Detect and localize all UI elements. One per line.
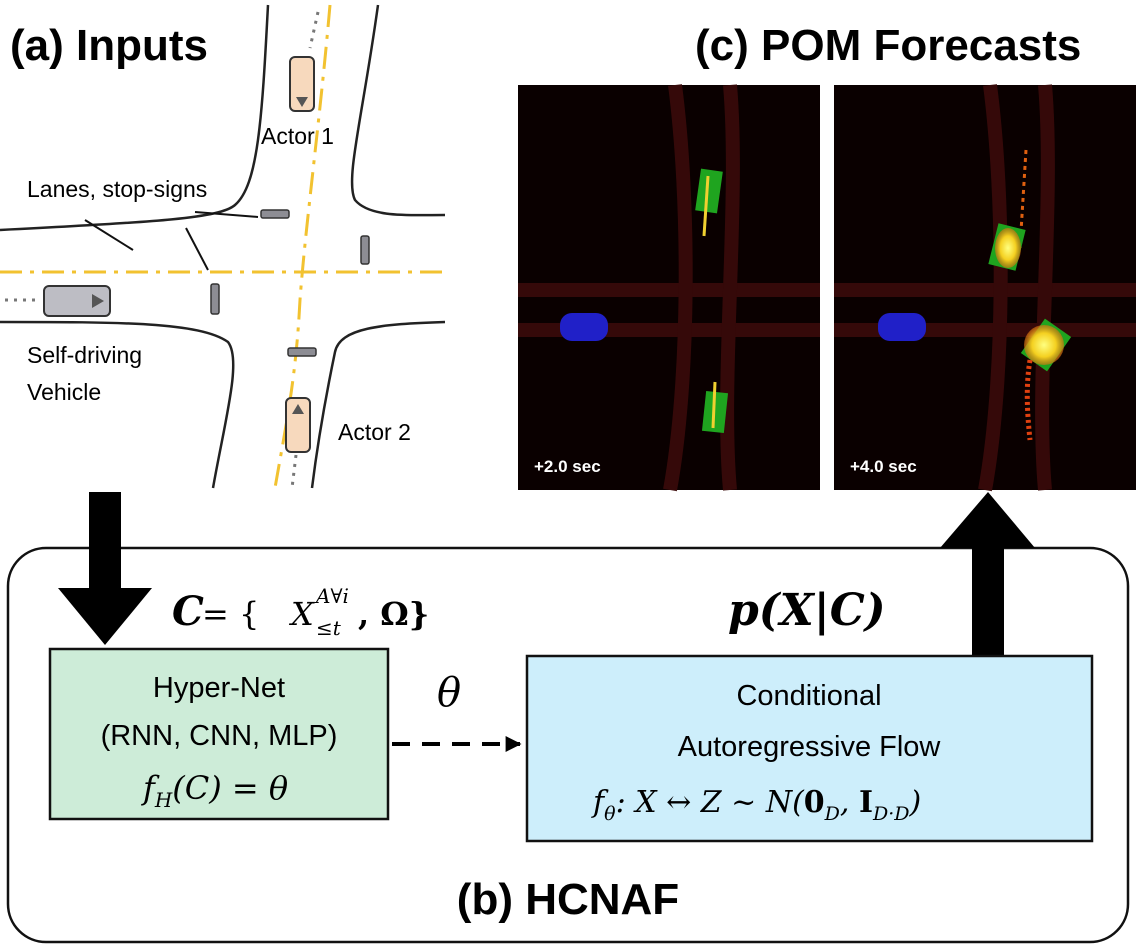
flow-fn: fθ: X ↔ Z ~ N(0D, ID·D): [591, 785, 921, 825]
flow-fn-rest: : X ↔ Z ~ N(: [616, 785, 806, 820]
frame-1-time: +2.0 sec: [534, 457, 601, 476]
context-symbol: C: [172, 588, 204, 635]
inputs-title: (a) Inputs: [10, 21, 208, 70]
hypernet-fn: fH(C) = θ: [141, 769, 288, 812]
hypernet-fn-sub: H: [154, 788, 173, 812]
hypernet-box: Hyper-Net (RNN, CNN, MLP) fH(C) = θ: [48, 647, 390, 821]
frame-2-time: +4.0 sec: [850, 457, 917, 476]
hypernet-fn-rest: (C) = θ: [172, 769, 288, 807]
forecast-frame-1: +2.0 sec: [518, 84, 820, 492]
flow-identity-sub: D·D: [872, 803, 910, 825]
sdv-label-line1: Self-driving: [27, 342, 142, 368]
lanes-label: Lanes, stop-signs: [27, 176, 207, 202]
forecast-frame-2: +4.0 sec: [834, 84, 1136, 492]
input-down-arrow: [58, 492, 152, 645]
forecast-title: (c) POM Forecasts: [695, 21, 1081, 70]
self-driving-vehicle: [43, 285, 111, 317]
sdv-label-line2: Vehicle: [27, 379, 101, 405]
context-x: X: [288, 595, 315, 633]
flow-comma: ,: [840, 785, 859, 820]
actor-2-label: Actor 2: [338, 419, 411, 445]
flow-identity: I: [859, 785, 873, 820]
context-subscript: ≤t: [316, 616, 342, 640]
context-superscript: A∀i: [314, 584, 349, 608]
context-equals: = {: [202, 595, 259, 633]
flow-subtitle: Autoregressive Flow: [678, 731, 942, 763]
hcnaf-container: [6, 546, 1130, 944]
flow-close: ): [909, 785, 922, 820]
flow-title: Conditional: [736, 680, 881, 712]
actor-2-vehicle: [285, 397, 311, 453]
flow-zero: 0: [804, 785, 825, 820]
context-equation: C = { X A∀i ≤t , Ω}: [172, 584, 429, 640]
theta-label: θ: [437, 670, 461, 716]
context-omega: , Ω}: [358, 595, 429, 633]
flow-fn-sub: θ: [604, 803, 616, 825]
input-scene: [0, 4, 446, 489]
flow-zero-sub: D: [824, 803, 840, 825]
actor-1-label: Actor 1: [261, 123, 334, 149]
flow-box: Conditional Autoregressive Flow fθ: X ↔ …: [525, 654, 1094, 843]
hypernet-subtitle: (RNN, CNN, MLP): [101, 720, 338, 752]
output-distribution: p(X|C): [728, 585, 886, 636]
output-up-arrow: [940, 492, 1035, 656]
hcnaf-title: (b) HCNAF: [457, 875, 679, 924]
hypernet-title: Hyper-Net: [153, 672, 285, 704]
actor-1-vehicle: [289, 56, 315, 112]
